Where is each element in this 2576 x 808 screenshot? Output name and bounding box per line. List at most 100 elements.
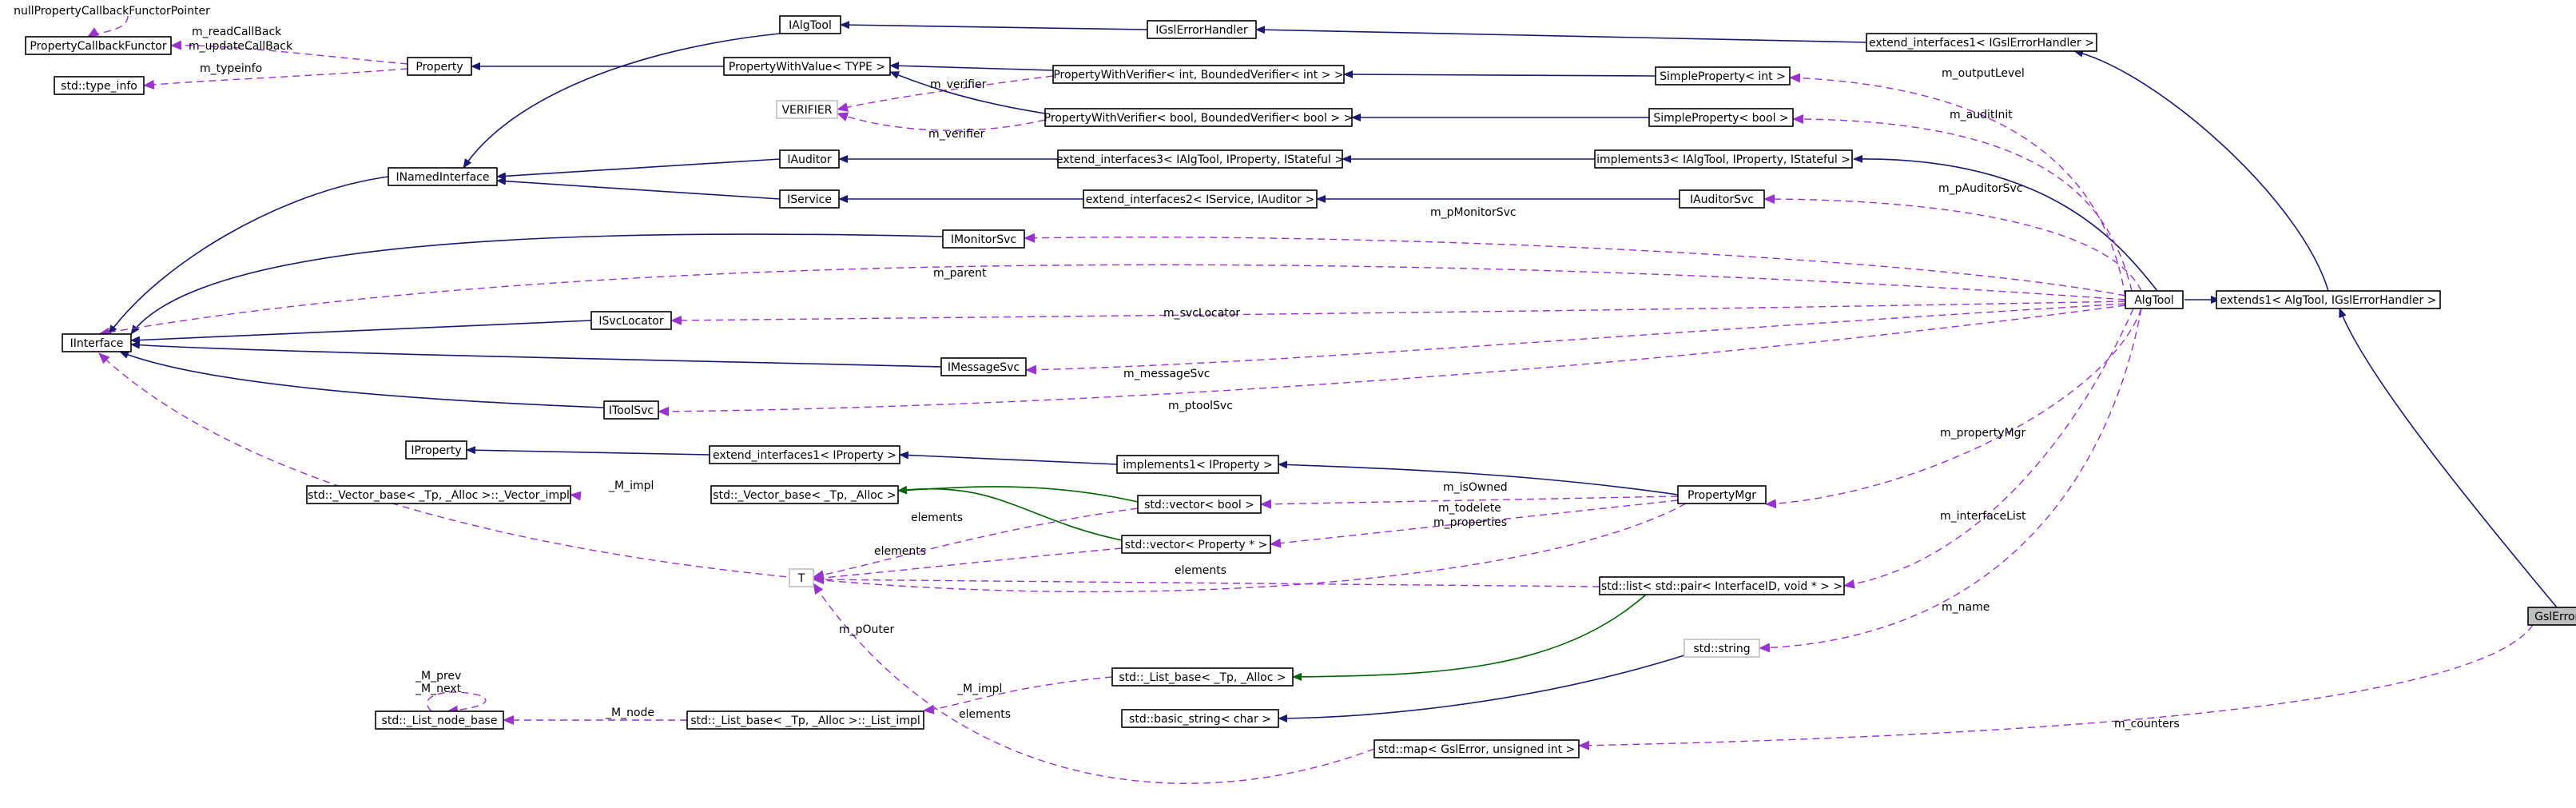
usage-edge-43	[1765, 308, 2142, 509]
edge-label: elements	[1175, 564, 1226, 577]
class-name: IAlgTool	[789, 19, 832, 32]
class-box	[405, 440, 467, 460]
class-node-VecImpl[interactable]: std::_Vector_base< _Tp, _Alloc >::_Vecto…	[306, 485, 571, 504]
edge-label: m_outputLevel	[1942, 67, 2025, 80]
edge-label: _M_next	[415, 683, 462, 695]
class-node-extIGsl[interactable]: extend_interfaces1< IGslErrorHandler >	[1866, 33, 2097, 52]
class-box	[62, 333, 132, 352]
class-node-IInterface[interactable]: IInterface	[62, 333, 132, 352]
class-name: IAuditorSvc	[1690, 193, 1754, 206]
usage-edge-32	[143, 68, 408, 90]
class-name: IGslErrorHandler	[1155, 24, 1248, 37]
class-node-T[interactable]: T	[789, 568, 814, 587]
class-box	[1679, 189, 1765, 209]
class-node-VERIFIER[interactable]: VERIFIER	[776, 100, 838, 119]
inheritance-edge-15	[463, 33, 781, 169]
class-node-SPbool[interactable]: SimpleProperty< bool >	[1648, 108, 1794, 127]
class-node-basicstring[interactable]: std::basic_string< char >	[1121, 709, 1279, 728]
class-node-IProperty[interactable]: IProperty	[405, 440, 467, 460]
class-box	[1147, 20, 1257, 39]
usage-edge-41	[1025, 303, 2126, 375]
class-name: INamedInterface	[396, 171, 490, 184]
class-name: extends1< AlgTool, IGslErrorHandler >	[2220, 294, 2437, 307]
class-node-typeinfo[interactable]: std::type_info	[54, 76, 145, 95]
class-name: std::map< GslError, unsigned int >	[1378, 743, 1576, 756]
class-node-ext3[interactable]: extend_interfaces3< IAlgTool, IProperty,…	[1056, 149, 1344, 169]
class-node-PropertyMgr[interactable]: PropertyMgr	[1677, 485, 1767, 504]
usage-edge-36	[1792, 114, 2133, 292]
class-box	[25, 36, 172, 55]
inheritance-edge-24	[899, 451, 1118, 465]
class-node-PWVbool[interactable]: PropertyWithVerifier< bool, BoundedVerif…	[1044, 108, 1354, 127]
class-node-IMessageSvc[interactable]: IMessageSvc	[940, 357, 1027, 376]
class-node-listpair[interactable]: std::list< std::pair< InterfaceID, void …	[1599, 576, 1845, 595]
class-node-extends1[interactable]: extends1< AlgTool, IGslErrorHandler >	[2216, 290, 2441, 309]
class-node-ext2[interactable]: extend_interfaces2< IService, IAuditor >	[1083, 189, 1318, 209]
class-node-vecprop[interactable]: std::vector< Property * >	[1121, 535, 1271, 554]
class-node-PCF[interactable]: PropertyCallbackFunctor	[25, 36, 172, 55]
class-node-AlgTool[interactable]: AlgTool	[2125, 290, 2184, 309]
inheritance-edge-1	[1853, 154, 2158, 292]
class-node-PWVint[interactable]: PropertyWithVerifier< int, BoundedVerifi…	[1052, 65, 1345, 84]
class-node-VecBase[interactable]: std::_Vector_base< _Tp, _Alloc >	[710, 485, 899, 504]
class-name: std::vector< bool >	[1144, 499, 1254, 511]
usage-edge-48	[813, 547, 1123, 583]
class-node-nullCB[interactable]: nullPropertyCallbackFunctorPointer	[14, 5, 210, 18]
class-name: PropertyWithVerifier< bool, BoundedVerif…	[1044, 112, 1354, 125]
usage-edge-35	[1789, 73, 2126, 298]
class-box	[709, 445, 900, 464]
edge-label: m_pAuditorSvc	[1938, 182, 2022, 195]
class-name: nullPropertyCallbackFunctorPointer	[14, 5, 210, 18]
class-box	[1684, 639, 1760, 658]
class-box	[1594, 149, 1853, 169]
edge-label: elements	[959, 708, 1011, 721]
usage-edge-50	[1843, 308, 2134, 589]
class-box	[1057, 149, 1343, 169]
edge-label: m_interfaceList	[1940, 510, 2026, 523]
class-name: implements3< IAlgTool, IProperty, IState…	[1596, 153, 1851, 166]
class-node-IAlgTool[interactable]: IAlgTool	[779, 15, 841, 34]
edge-label: elements	[874, 545, 926, 558]
class-node-ListBase[interactable]: std::_List_base< _Tp, _Alloc >	[1111, 667, 1294, 687]
class-node-stdstring[interactable]: std::string	[1684, 639, 1760, 658]
class-node-Property[interactable]: Property	[407, 57, 472, 76]
class-node-ListImpl[interactable]: std::_List_base< _Tp, _Alloc >::_List_im…	[686, 710, 924, 730]
usage-edge-55	[923, 676, 1113, 714]
class-name: AlgTool	[2134, 294, 2174, 307]
class-node-SPint[interactable]: SimpleProperty< int >	[1655, 66, 1791, 86]
usage-edge-39	[98, 264, 2126, 337]
class-node-INamed[interactable]: INamedInterface	[388, 167, 498, 186]
class-name: std::_List_base< _Tp, _Alloc >::_List_im…	[690, 714, 920, 727]
edge-label: m_pOuter	[839, 623, 895, 636]
class-node-IMonitorSvc[interactable]: IMonitorSvc	[942, 229, 1025, 249]
class-box	[686, 710, 924, 730]
class-node-IAuditorSvc[interactable]: IAuditorSvc	[1679, 189, 1765, 209]
usage-edge-46	[813, 507, 1139, 580]
class-node-mapGsl[interactable]: std::map< GslError, unsigned int >	[1373, 739, 1580, 758]
usage-edge-52	[1759, 308, 2142, 653]
class-node-IService[interactable]: IService	[779, 189, 840, 209]
class-box	[306, 485, 571, 504]
class-box	[1137, 495, 1262, 514]
class-node-ISvcLocator[interactable]: ISvcLocator	[590, 311, 672, 330]
usage-edge-40	[670, 301, 2126, 325]
class-node-IAuditor[interactable]: IAuditor	[779, 149, 840, 169]
class-name: IToolSvc	[609, 404, 654, 417]
class-node-IToolSvc[interactable]: IToolSvc	[603, 400, 659, 420]
class-box	[1121, 535, 1271, 554]
edge-label: m_verifier	[928, 128, 985, 141]
class-node-impl1[interactable]: implements1< IProperty >	[1116, 455, 1279, 474]
edge-label: m_properties	[1433, 516, 1507, 529]
inheritance-edge-21	[130, 340, 942, 368]
class-node-vecbool[interactable]: std::vector< bool >	[1137, 495, 1262, 514]
class-node-GslErrorCount[interactable]: GslErrorCount	[2527, 607, 2576, 626]
class-box	[1116, 455, 1279, 474]
class-node-impl3[interactable]: implements3< IAlgTool, IProperty, IState…	[1594, 149, 1853, 169]
class-node-ListNodeBase[interactable]: std::_List_node_base	[375, 710, 504, 730]
usage-edge-34	[837, 112, 1046, 131]
class-node-PWV[interactable]: PropertyWithValue< TYPE >	[723, 57, 891, 76]
class-box	[710, 485, 899, 504]
class-node-IGslErrorHandler[interactable]: IGslErrorHandler	[1147, 20, 1257, 39]
class-name: std::list< std::pair< InterfaceID, void …	[1601, 580, 1843, 593]
class-node-extIProp[interactable]: extend_interfaces1< IProperty >	[709, 445, 900, 464]
